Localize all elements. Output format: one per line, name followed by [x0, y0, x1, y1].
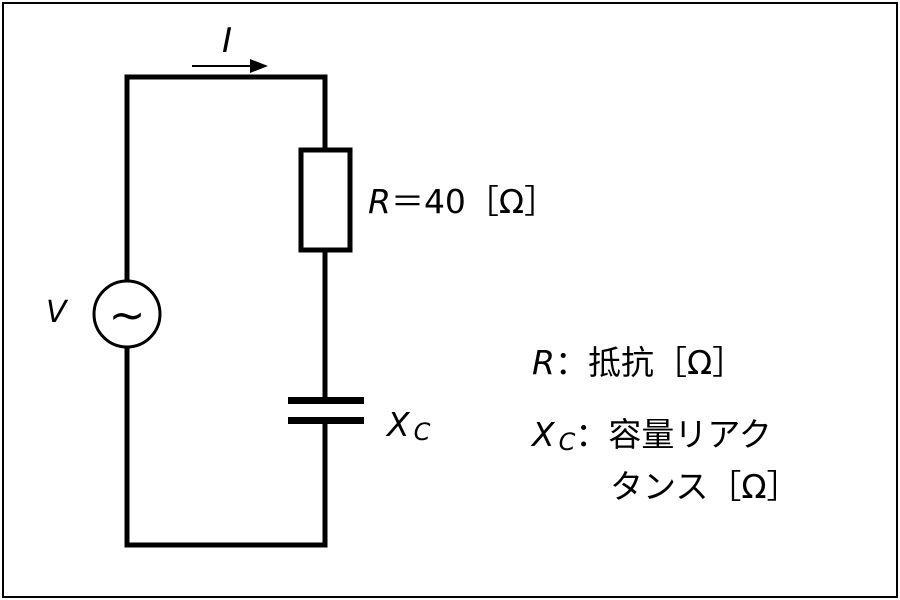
resistor-value: ＝40［Ω］	[391, 182, 557, 221]
ac-source-symbol: ~	[109, 290, 146, 341]
resistor-symbol: R	[368, 182, 391, 221]
legend-r-text: ：抵抗［Ω］	[555, 343, 745, 382]
capacitor	[288, 397, 364, 424]
source-label: V	[46, 295, 69, 330]
capacitor-subscript: C	[414, 418, 431, 446]
resistor	[298, 147, 353, 253]
legend-xc-subscript: C	[559, 428, 576, 456]
legend-line-3: タンス［Ω］	[610, 467, 800, 506]
legend-xc-text: ：容量リアク	[575, 415, 771, 454]
legend-r-symbol: R	[532, 343, 555, 382]
legend-xc-symbol: X	[530, 415, 556, 454]
legend-line-1: R：抵抗［Ω］	[532, 343, 745, 382]
circuit-wires	[124, 74, 328, 548]
current-label: I	[222, 21, 232, 61]
resistor-label: R＝40［Ω］	[368, 182, 557, 221]
ac-source	[92, 279, 162, 349]
capacitor-symbol: X	[385, 405, 411, 444]
current-arrow	[192, 59, 268, 73]
